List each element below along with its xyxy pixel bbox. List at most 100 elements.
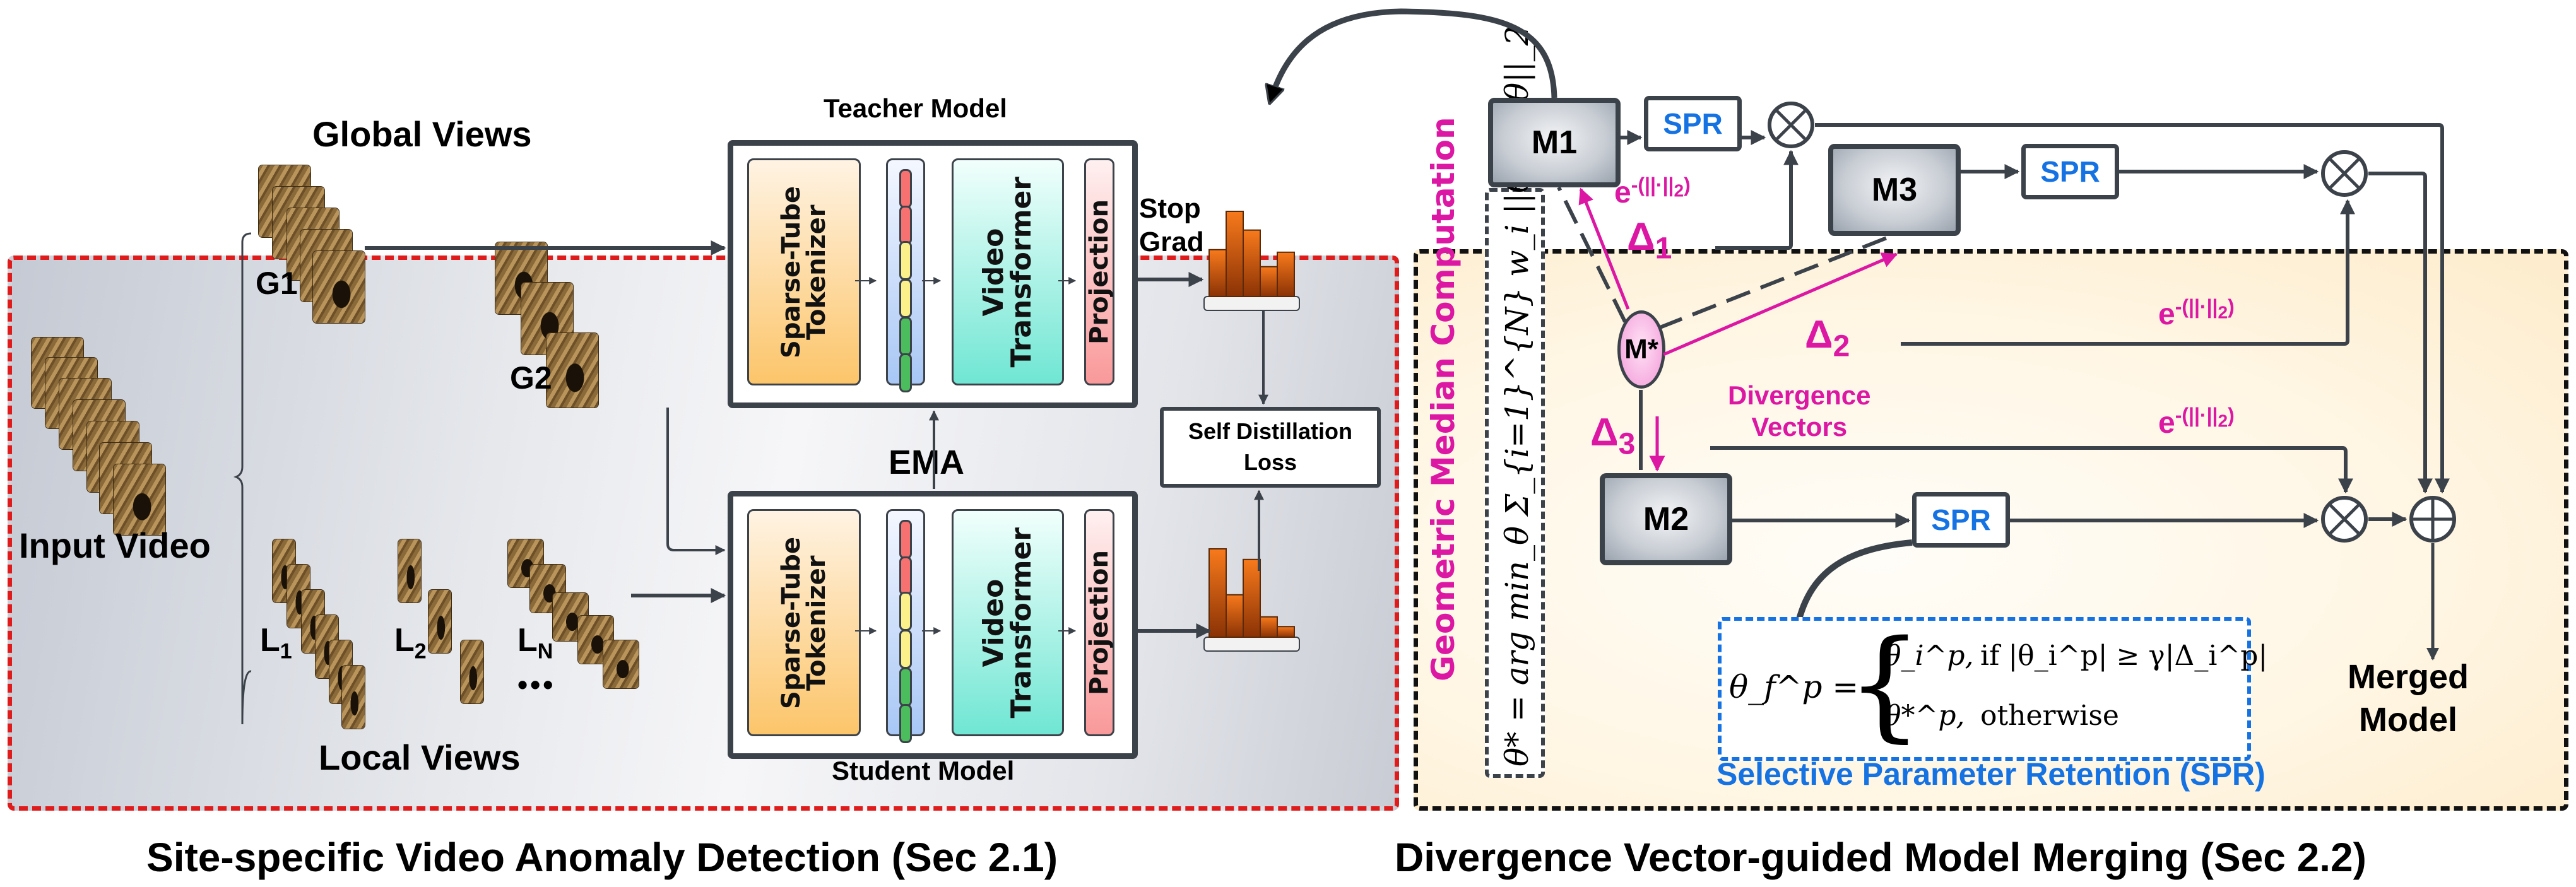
video-frame [342, 666, 365, 729]
spr-box-2: SPR [1912, 492, 2010, 548]
student-histogram [1203, 548, 1300, 652]
local-views-label: Local Views [319, 737, 521, 777]
teacher-histogram-bar [1226, 211, 1244, 297]
m3-label: M3 [1871, 172, 1918, 208]
stop-grad-line1: Stop [1139, 193, 1201, 224]
video-frame [114, 464, 165, 535]
weight-expr-3: e-(||·||2) [2158, 404, 2235, 440]
mult1-to-add-line [1815, 123, 2450, 494]
weight-close: ) [2228, 404, 2235, 426]
spr-label: SPR [1663, 107, 1723, 140]
student-token-sequence [886, 509, 925, 743]
model-m3: M3 [1828, 144, 1961, 236]
weight-base: e [2158, 406, 2175, 440]
delta-sub: 2 [1833, 329, 1850, 363]
m-star-label: M* [1624, 334, 1658, 365]
weight-expr-2: e-(||·||2) [2158, 295, 2235, 332]
weight-exp: -(||·|| [1631, 173, 1674, 196]
token [899, 704, 912, 743]
g2-label: G2 [510, 360, 552, 396]
merged-model-label: Merged Model [2348, 656, 2469, 741]
m1-label: M1 [1531, 124, 1578, 161]
delta-symbol: Δ [1590, 411, 1619, 454]
spr-formula-box: θ_f^p = { θ_i^p, if |θ_i^p| ≥ γ|Δ_i^p| θ… [1718, 617, 2267, 761]
student-histogram-bar [1260, 616, 1278, 638]
g1-label: G1 [256, 266, 298, 301]
student-model-label: Student Model [832, 756, 1015, 785]
ellipsis: ••• [517, 668, 556, 701]
m-star-node: M* [1617, 310, 1665, 389]
spr-case-1-value: θ_i^p, [1884, 640, 1974, 672]
weight-sub: 2 [2218, 411, 2228, 431]
delta3-to-mult3-arrow [1710, 446, 2353, 494]
teacher-token-sequence [886, 158, 925, 392]
weight-expr-1: e-(||·||2) [1614, 173, 1691, 210]
video-frame [398, 539, 421, 602]
video-frame [313, 251, 365, 323]
weight-exp: -(||·|| [2175, 404, 2218, 426]
weight-close: ) [1684, 173, 1691, 196]
spr-label: SPR [1931, 503, 1991, 536]
delta1-vector [1578, 187, 1630, 310]
delta-symbol: Δ [1805, 313, 1833, 356]
mstar-m1-dashed [1557, 186, 1627, 323]
spr-to-formula-curve [1795, 539, 1913, 637]
spr-title: Selective Parameter Retention (SPR) [1716, 756, 2266, 792]
video-frame [428, 590, 451, 653]
stop-grad-label: Stop Grad [1139, 192, 1204, 259]
delta-1-label: Δ1 [1627, 214, 1672, 266]
model-m2: M2 [1600, 473, 1732, 565]
mstar-m3-dashed [1657, 235, 1891, 330]
m2-label: M2 [1643, 501, 1689, 537]
spr-case-2-condition: otherwise [1980, 700, 2119, 732]
weight-close: ) [2228, 295, 2235, 318]
multiply-node-3 [2320, 495, 2368, 543]
delta-sub: 3 [1618, 427, 1636, 461]
divergence-vectors-label: Divergence Vectors [1728, 380, 1870, 444]
teacher-histogram-bar [1243, 229, 1261, 298]
student-histogram-bar [1277, 626, 1295, 638]
ln-sub: N [537, 639, 553, 664]
model-m1: M1 [1488, 98, 1621, 187]
stop-grad-line2: Grad [1139, 226, 1204, 257]
divergence-line2: Vectors [1751, 412, 1848, 442]
delta-sub: 1 [1655, 232, 1672, 266]
teacher-histogram [1203, 211, 1300, 311]
views-bracket [233, 232, 252, 725]
l2-label: L2 [394, 621, 427, 664]
merged-line1: Merged [2348, 658, 2469, 696]
ln-text: L [517, 622, 538, 659]
l1-text: L [260, 622, 280, 659]
delta1-to-mult1-arrow [1715, 150, 1799, 250]
student-projection-block: Projection [1084, 509, 1114, 736]
divergence-line1: Divergence [1728, 380, 1871, 410]
merged-line2: Model [2359, 700, 2458, 739]
teacher-model-label: Teacher Model [824, 93, 1007, 123]
ln-label: LN [517, 621, 553, 664]
spr-box-3: SPR [2021, 144, 2119, 199]
delta-3-label: Δ3 [1590, 410, 1635, 461]
teacher-projection-block: Projection [1084, 158, 1114, 385]
token [899, 353, 912, 392]
loss-line1: Self Distillation [1188, 418, 1353, 445]
spr-formula-lhs: θ_f^p = [1729, 669, 1859, 705]
spr-box-1: SPR [1644, 96, 1742, 151]
l1-label: L1 [260, 621, 292, 664]
loss-line2: Loss [1243, 449, 1297, 475]
ema-label: EMA [889, 444, 964, 481]
delta-symbol: Δ [1627, 215, 1655, 259]
feedback-curve-arrow [1270, 8, 1557, 101]
video-frame [461, 640, 483, 703]
student-histogram-bar [1243, 558, 1261, 638]
multiply-node-2 [2320, 150, 2368, 197]
global-views-label: Global Views [312, 114, 532, 154]
spr-label: SPR [2040, 155, 2100, 188]
student-histogram-bar [1208, 548, 1227, 638]
